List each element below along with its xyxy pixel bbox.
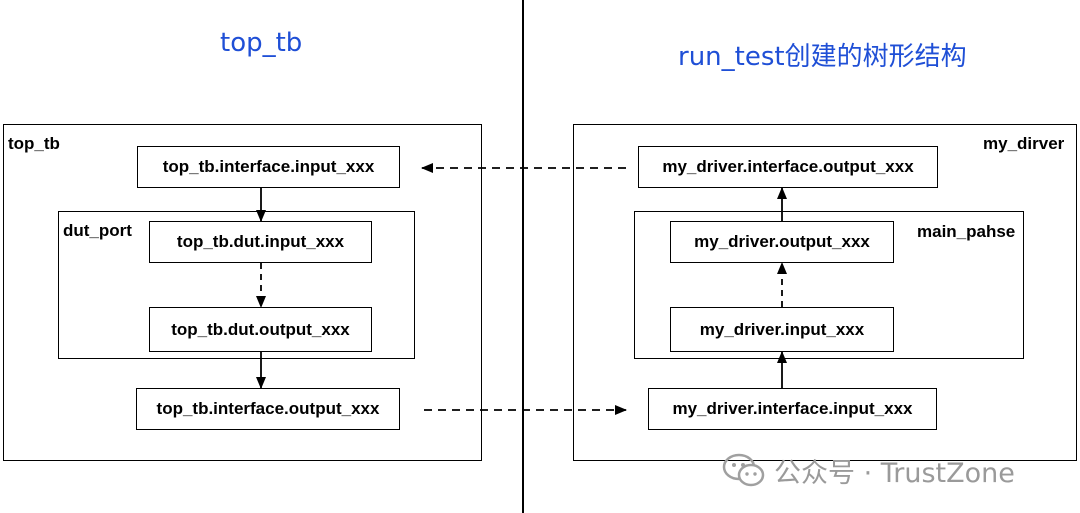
- left-heading: top_tb: [220, 28, 303, 58]
- top-tb-frame: [3, 124, 482, 461]
- right-heading: run_test创建的树形结构: [678, 42, 967, 72]
- dut-port-label: dut_port: [63, 221, 132, 240]
- my-dirver-frame-label: my_dirver: [983, 134, 1065, 153]
- my-driver-input-node: my_driver.input_xxx: [670, 307, 894, 352]
- my-driver-output-node: my_driver.output_xxx: [670, 221, 894, 263]
- wechat-icon: [722, 453, 765, 487]
- main-pahse-group: [634, 211, 1024, 359]
- top-tb-interface-output-node: top_tb.interface.output_xxx: [136, 388, 400, 430]
- top-tb-interface-input-node: top_tb.interface.input_xxx: [137, 146, 400, 188]
- top-tb-dut-output-node: top_tb.dut.output_xxx: [149, 307, 372, 352]
- my-driver-interface-input-node: my_driver.interface.input_xxx: [648, 388, 937, 430]
- main-pahse-label: main_pahse: [917, 222, 1016, 241]
- top-tb-frame-label: top_tb: [8, 134, 60, 153]
- dut-port-group: [58, 211, 415, 359]
- my-dirver-frame: [573, 124, 1077, 461]
- watermark: 公众号 · TrustZone: [722, 450, 1015, 490]
- watermark-text: 公众号 · TrustZone: [774, 457, 1015, 489]
- top-tb-dut-input-node: top_tb.dut.input_xxx: [149, 221, 372, 263]
- my-driver-interface-output-node: my_driver.interface.output_xxx: [638, 146, 938, 188]
